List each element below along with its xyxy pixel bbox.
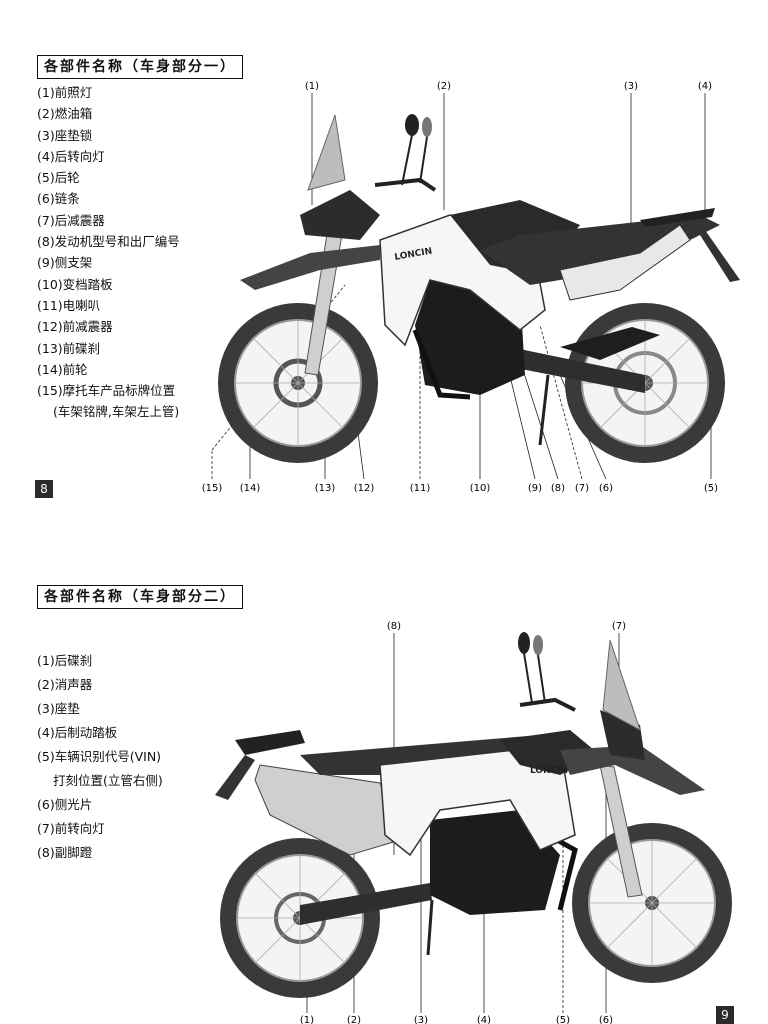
- page-number-9: 9: [716, 1006, 734, 1024]
- motorcycle-left-view: (1) (2) (3) (4) (15) (14) (13) (12) (11)…: [202, 81, 740, 494]
- list-item: (8)发动机型号和出厂编号: [37, 234, 180, 250]
- side-stand: [426, 899, 434, 956]
- front-fender: [240, 245, 380, 290]
- callout-label: (4): [477, 1015, 491, 1024]
- list-item: (1)前照灯: [37, 85, 93, 100]
- section2-title: 各部件名称（车身部分二）: [37, 585, 243, 609]
- list-item: (10)变档踏板: [37, 276, 113, 292]
- callout-label: (12): [354, 483, 375, 494]
- callout-label: (14): [240, 483, 261, 494]
- muffler: [254, 764, 401, 856]
- list-item: (7)后减震器: [37, 212, 105, 228]
- list-item: (3)座垫: [37, 701, 80, 716]
- mirror-right: [422, 117, 432, 137]
- callout-label: (13): [315, 483, 336, 494]
- list-item: 打刻位置(立管右侧): [53, 773, 163, 788]
- callout-label: (6): [599, 1015, 613, 1024]
- swingarm: [500, 345, 645, 393]
- callout-label: (2): [437, 81, 451, 92]
- list-item: (11)电喇叭: [37, 297, 101, 313]
- callout-label: (1): [300, 1015, 314, 1024]
- list-item: (13)前碟刹: [37, 340, 101, 356]
- side-panel: [379, 744, 576, 857]
- list-item: (15)摩托车产品标牌位置: [37, 383, 176, 399]
- headlight-fairing: [600, 710, 645, 760]
- rear-cowl: [559, 224, 691, 301]
- callout-label: (4): [698, 81, 712, 92]
- list-item: (3)座垫锁: [37, 127, 93, 143]
- crash-bar: [412, 329, 471, 400]
- callout-label: (8): [387, 621, 401, 632]
- callout-label: (3): [624, 81, 638, 92]
- windscreen: [602, 639, 641, 732]
- list-item: (14)前轮: [37, 361, 88, 377]
- seat: [300, 735, 550, 775]
- front-wheel: [218, 303, 378, 463]
- rear-mudguard: [215, 755, 255, 800]
- callout-label: (9): [528, 483, 542, 494]
- callout-label: (7): [612, 621, 626, 632]
- section2-parts-list: (1)后碟刹 (2)消声器 (3)座垫 (4)后制动踏板 (5)车辆识别代号(V…: [37, 649, 163, 865]
- page-number-8: 8: [35, 480, 53, 498]
- list-item: (12)前减震器: [37, 319, 113, 335]
- callout-label: (5): [704, 483, 718, 494]
- section1-title: 各部件名称（车身部分一）: [37, 55, 243, 79]
- front-fork: [599, 764, 643, 898]
- callout-label: (2): [347, 1015, 361, 1024]
- section1-parts-list: (1)前照灯 (2)燃油箱 (3)座垫锁 (4)后转向灯 (5)后轮 (6)链条…: [37, 82, 180, 423]
- callout-label: (3): [414, 1015, 428, 1024]
- callout-label: (5): [556, 1015, 570, 1024]
- callout-label: (6): [599, 483, 613, 494]
- windscreen: [307, 114, 346, 191]
- mirror-right: [533, 635, 543, 655]
- list-item: (2)消声器: [37, 677, 93, 692]
- list-item: (4)后转向灯: [37, 148, 105, 164]
- callout-label: (7): [575, 483, 589, 494]
- front-fender: [560, 745, 705, 795]
- callout-label: (11): [410, 483, 431, 494]
- list-item: (5)车辆识别代号(VIN): [37, 749, 162, 764]
- rear-mudguard: [700, 230, 740, 282]
- list-item: (车架铭牌,车架左上管): [53, 404, 180, 420]
- mirror-left: [405, 114, 419, 136]
- rear-rack: [235, 730, 305, 755]
- list-item: (6)侧光片: [37, 797, 93, 812]
- rear-rack: [640, 208, 715, 227]
- engine: [430, 810, 560, 915]
- headlight-fairing: [300, 190, 380, 240]
- mirror-left: [518, 632, 530, 654]
- callout-label: (10): [470, 483, 491, 494]
- brand-logo-text: LONCIN: [530, 766, 568, 776]
- list-item: (7)前转向灯: [37, 821, 105, 836]
- list-item: (9)侧支架: [37, 255, 93, 271]
- list-item: (1)后碟刹: [37, 653, 93, 668]
- list-item: (5)后轮: [37, 170, 80, 186]
- seat: [480, 215, 720, 285]
- callout-label: (1): [305, 81, 319, 92]
- side-stand: [538, 374, 550, 446]
- list-item: (8)副脚蹬: [37, 845, 93, 860]
- list-item: (6)链条: [37, 191, 80, 207]
- handlebar: [374, 177, 437, 192]
- list-item: (4)后制动踏板: [37, 725, 118, 740]
- callout-label: (8): [551, 483, 565, 494]
- handlebar: [519, 697, 576, 712]
- chain-guard: [560, 327, 660, 360]
- motorcycle-right-view: (8) (7) (1) (2) (3) (4) (5) (6): [215, 621, 732, 1024]
- list-item: (2)燃油箱: [37, 106, 93, 122]
- swingarm: [300, 883, 432, 925]
- front-wheel: [572, 823, 732, 983]
- callout-label: (15): [202, 483, 223, 494]
